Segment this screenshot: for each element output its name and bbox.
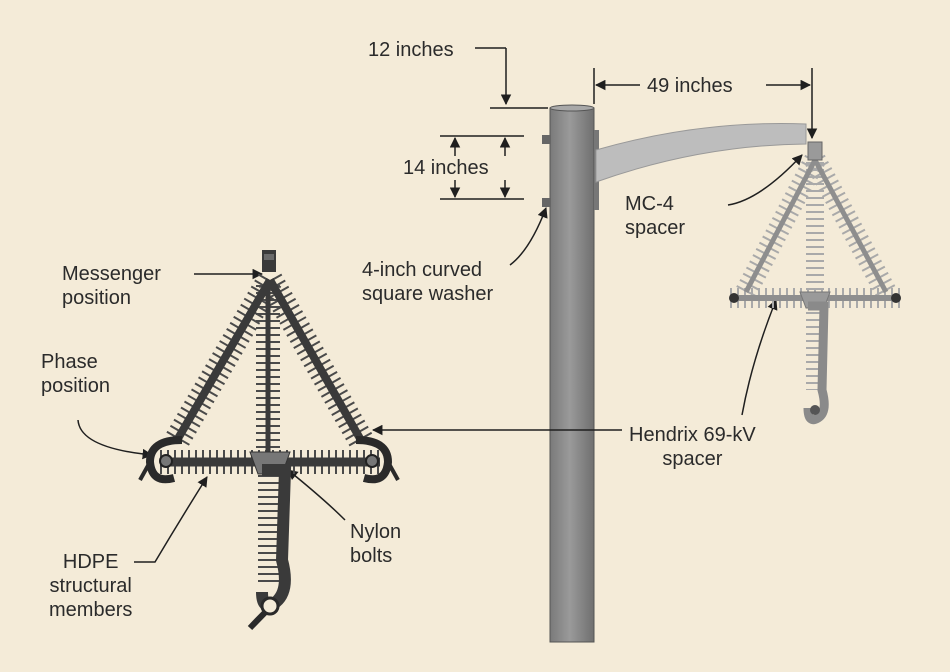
hdpe-label-line-2: structural	[49, 575, 132, 597]
nylon-label-line-1: Nylon	[350, 521, 402, 543]
hdpe-label: HDPE structural members	[49, 550, 132, 622]
leader-lines	[77, 154, 803, 563]
utility-pole	[542, 104, 599, 643]
hendrix-label: Hendrix 69-kV spacer	[629, 423, 756, 471]
hendrix-label-line-2: spacer	[662, 448, 723, 470]
hdpe-label-line-1: HDPE	[62, 551, 119, 573]
messenger-label-line-2: position	[62, 287, 131, 309]
nylon-label-line-2: bolts	[350, 545, 393, 567]
phase-label-line-1: Phase	[41, 351, 98, 373]
dim-49-label: 49 inches	[647, 75, 733, 97]
dim-14-marks	[440, 135, 524, 200]
washer-label-line-2: square washer	[362, 283, 494, 305]
hdpe-label-line-3: members	[49, 599, 133, 621]
mc4-label-line-1: MC-4	[625, 193, 674, 215]
curved-arm	[595, 123, 807, 183]
washer-label: 4-inch curved square washer	[362, 258, 493, 306]
hendrix-spacer-installed	[729, 141, 901, 425]
messenger-label-line-1: Messenger	[62, 263, 161, 285]
washer-label-line-1: 4-inch curved	[362, 259, 483, 281]
dim-12-marks	[475, 47, 548, 109]
nylon-label: Nylon bolts	[350, 520, 401, 568]
dim-14-label: 14 inches	[403, 157, 489, 179]
phase-label: Phase position	[41, 350, 110, 398]
phase-label-line-2: position	[41, 375, 110, 397]
hendrix-spacer-large	[138, 250, 400, 631]
mc4-label: MC-4 spacer	[625, 192, 685, 240]
messenger-label: Messenger position	[62, 262, 161, 310]
hendrix-label-line-1: Hendrix 69-kV	[629, 424, 756, 446]
dim-12-label: 12 inches	[368, 39, 454, 61]
mc4-label-line-2: spacer	[625, 217, 686, 239]
dim-49-marks	[593, 68, 818, 140]
